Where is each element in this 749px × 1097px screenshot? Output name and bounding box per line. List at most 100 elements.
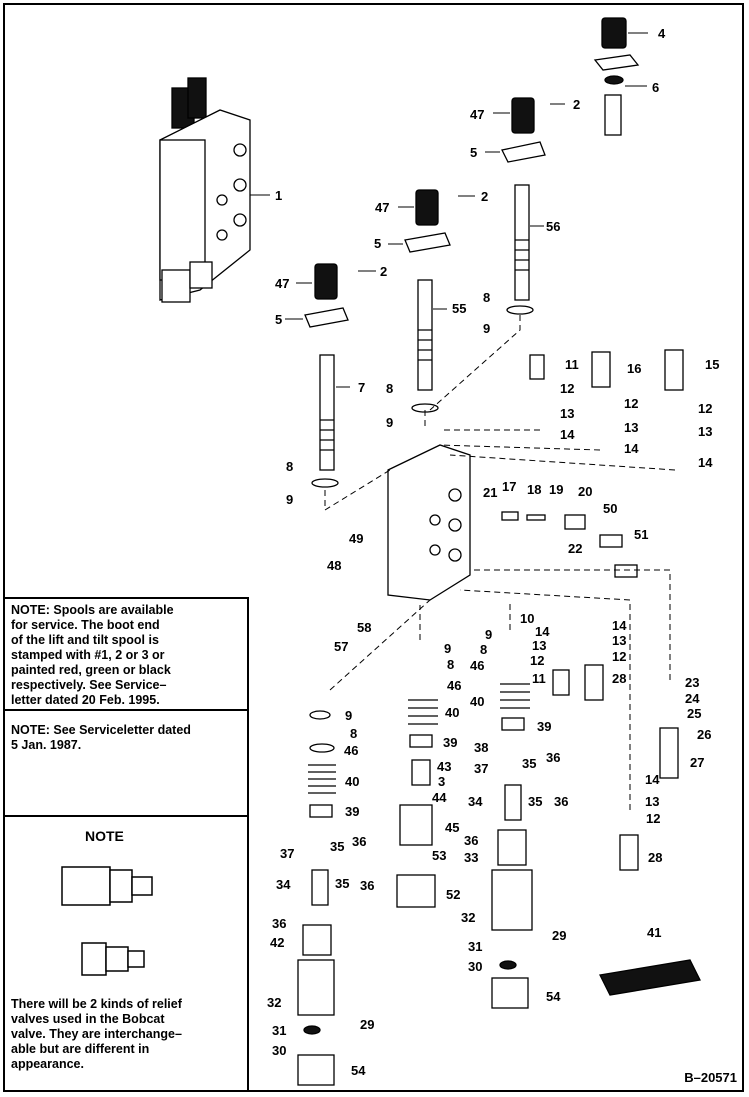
callout-34: 34 bbox=[468, 794, 483, 809]
callout-55: 55 bbox=[452, 301, 466, 316]
callout-39: 39 bbox=[537, 719, 551, 734]
callout-37: 37 bbox=[474, 761, 488, 776]
callout-17: 17 bbox=[502, 479, 516, 494]
callout-8: 8 bbox=[286, 459, 293, 474]
callout-14: 14 bbox=[698, 455, 713, 470]
spool-55 bbox=[411, 279, 439, 413]
callout-14: 14 bbox=[535, 624, 550, 639]
callout-30: 30 bbox=[468, 959, 482, 974]
callout-36: 36 bbox=[464, 833, 478, 848]
callout-9: 9 bbox=[483, 321, 490, 336]
callout-38: 38 bbox=[474, 740, 488, 755]
callout-8: 8 bbox=[447, 657, 454, 672]
callout-35: 35 bbox=[330, 839, 344, 854]
callout-12: 12 bbox=[612, 649, 626, 664]
boot-47-middle bbox=[404, 189, 451, 253]
callout-28: 28 bbox=[612, 671, 626, 686]
callout-26: 26 bbox=[697, 727, 711, 742]
callout-41: 41 bbox=[647, 925, 661, 940]
boot-47-right bbox=[501, 97, 546, 163]
callout-2: 2 bbox=[573, 97, 580, 112]
callout-33: 33 bbox=[464, 850, 478, 865]
callout-46: 46 bbox=[344, 743, 358, 758]
callout-25: 25 bbox=[687, 706, 701, 721]
callout-8: 8 bbox=[350, 726, 357, 741]
callout-31: 31 bbox=[272, 1023, 286, 1038]
callout-4: 4 bbox=[658, 26, 666, 41]
callout-24: 24 bbox=[685, 691, 700, 706]
callout-9: 9 bbox=[345, 708, 352, 723]
callout-11: 11 bbox=[532, 671, 546, 686]
callout-56: 56 bbox=[546, 219, 560, 234]
callout-20: 20 bbox=[578, 484, 592, 499]
callout-13: 13 bbox=[532, 638, 546, 653]
callout-9: 9 bbox=[386, 415, 393, 430]
callout-18: 18 bbox=[527, 482, 541, 497]
page-border bbox=[3, 3, 744, 1092]
callout-36: 36 bbox=[554, 794, 568, 809]
callout-46: 46 bbox=[470, 658, 484, 673]
note-spools-text: NOTE: Spools are available for service. … bbox=[11, 603, 174, 707]
note-serviceletter-text: NOTE: See Serviceletter dated 5 Jan. 198… bbox=[11, 723, 191, 752]
callout-14: 14 bbox=[612, 618, 627, 633]
callout-13: 13 bbox=[560, 406, 574, 421]
callout-23: 23 bbox=[685, 675, 699, 690]
callout-15: 15 bbox=[705, 357, 719, 372]
note-box-serviceletter: NOTE: See Serviceletter dated 5 Jan. 198… bbox=[5, 709, 249, 815]
document-number: B–20571 bbox=[684, 1070, 737, 1085]
note-relief-heading: NOTE bbox=[85, 828, 124, 844]
relief-valve-11-top bbox=[529, 354, 545, 380]
callout-5: 5 bbox=[374, 236, 381, 251]
callout-22: 22 bbox=[568, 541, 582, 556]
valve-body bbox=[387, 444, 471, 601]
callout-11: 11 bbox=[565, 357, 579, 372]
callout-6: 6 bbox=[652, 80, 659, 95]
seal-kit-41 bbox=[599, 959, 701, 996]
valve-assembly-illustration bbox=[159, 77, 251, 303]
callout-37: 37 bbox=[280, 846, 294, 861]
callout-46: 46 bbox=[447, 678, 461, 693]
callout-53: 53 bbox=[432, 848, 446, 863]
callout-54: 54 bbox=[546, 989, 561, 1004]
callout-36: 36 bbox=[546, 750, 560, 765]
callout-43: 43 bbox=[437, 759, 451, 774]
callout-12: 12 bbox=[530, 653, 544, 668]
callout-14: 14 bbox=[560, 427, 575, 442]
callout-47: 47 bbox=[470, 107, 484, 122]
relief-valve-type-1-icon bbox=[61, 866, 153, 906]
callout-13: 13 bbox=[698, 424, 712, 439]
callout-19: 19 bbox=[549, 482, 563, 497]
callout-7: 7 bbox=[358, 380, 365, 395]
callout-57: 57 bbox=[334, 639, 348, 654]
callout-35: 35 bbox=[522, 756, 536, 771]
callout-14: 14 bbox=[645, 772, 660, 787]
callout-40: 40 bbox=[470, 694, 484, 709]
boot-47-left bbox=[304, 263, 349, 328]
callout-42: 42 bbox=[270, 935, 284, 950]
callout-32: 32 bbox=[461, 910, 475, 925]
callout-12: 12 bbox=[624, 396, 638, 411]
note-box-relief-valves: NOTE There will be 2 kinds of relief val… bbox=[5, 815, 249, 1090]
callout-3: 3 bbox=[438, 774, 445, 789]
callout-29: 29 bbox=[360, 1017, 374, 1032]
callout-47: 47 bbox=[275, 276, 289, 291]
callout-47: 47 bbox=[375, 200, 389, 215]
callout-9: 9 bbox=[444, 641, 451, 656]
note-box-spools: NOTE: Spools are available for service. … bbox=[5, 597, 249, 709]
callout-5: 5 bbox=[470, 145, 477, 160]
callout-39: 39 bbox=[345, 804, 359, 819]
detent-stack-middle bbox=[396, 699, 438, 908]
callout-13: 13 bbox=[645, 794, 659, 809]
callout-48: 48 bbox=[327, 558, 341, 573]
spool-56 bbox=[506, 184, 534, 315]
callout-12: 12 bbox=[698, 401, 712, 416]
callout-13: 13 bbox=[612, 633, 626, 648]
callout-8: 8 bbox=[386, 381, 393, 396]
callout-5: 5 bbox=[275, 312, 282, 327]
note-relief-text: There will be 2 kinds of relief valves u… bbox=[11, 997, 182, 1071]
boot-top-right bbox=[593, 17, 640, 136]
callout-16: 16 bbox=[627, 361, 641, 376]
callout-30: 30 bbox=[272, 1043, 286, 1058]
callout-27: 27 bbox=[690, 755, 704, 770]
callout-58: 58 bbox=[357, 620, 371, 635]
